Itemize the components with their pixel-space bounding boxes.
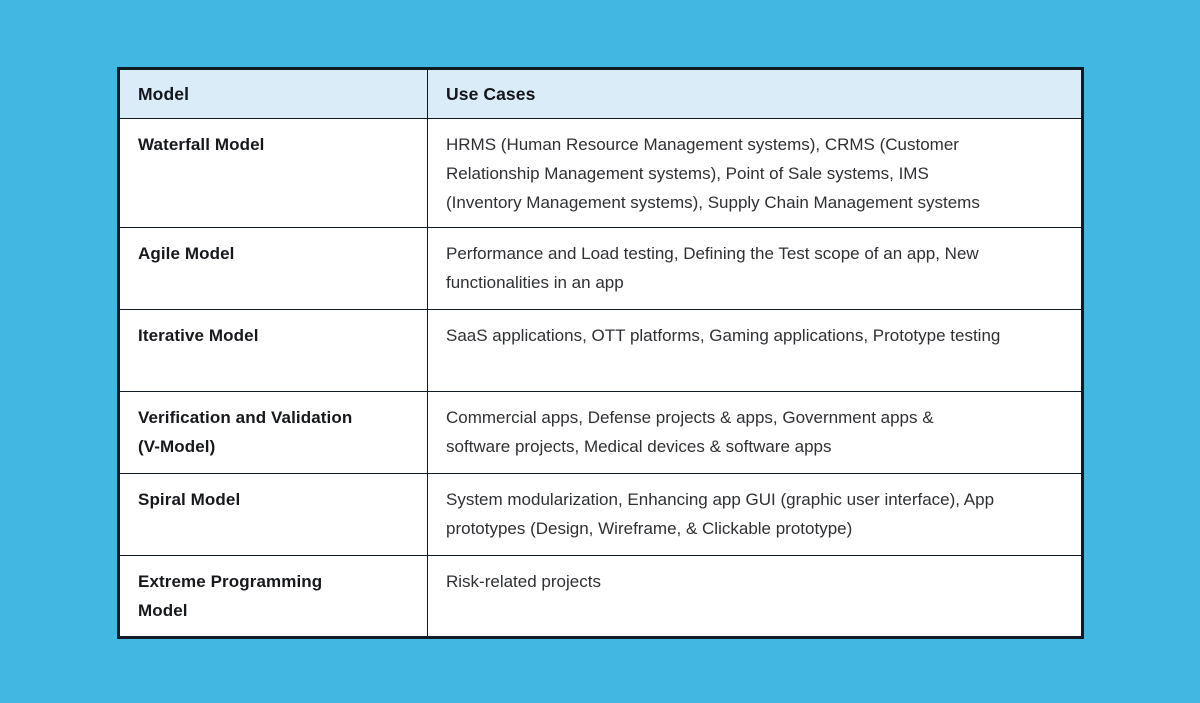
use-cases-cell: System modularization, Enhancing app GUI… — [427, 473, 1082, 556]
use-cases-cell: Risk-related projects — [427, 555, 1082, 637]
use-cases-cell: HRMS (Human Resource Management systems)… — [427, 118, 1082, 228]
model-cell: Agile Model — [119, 227, 428, 310]
table-row: Spiral Model System modularization, Enha… — [119, 473, 1082, 556]
table-row: Iterative Model SaaS applications, OTT p… — [119, 309, 1082, 392]
model-cell: Spiral Model — [119, 473, 428, 556]
model-cell: Verification and Validation (V-Model) — [119, 391, 428, 474]
table-header-row: Model Use Cases — [119, 69, 1082, 119]
table-row: Waterfall Model HRMS (Human Resource Man… — [119, 118, 1082, 228]
models-use-cases-table: Model Use Cases Waterfall Model HRMS (Hu… — [119, 69, 1082, 637]
use-cases-cell: Commercial apps, Defense projects & apps… — [427, 391, 1082, 474]
use-cases-cell: SaaS applications, OTT platforms, Gaming… — [427, 309, 1082, 392]
column-header-use-cases: Use Cases — [427, 69, 1082, 119]
model-cell: Iterative Model — [119, 309, 428, 392]
column-header-model: Model — [119, 69, 428, 119]
use-cases-cell: Performance and Load testing, Defining t… — [427, 227, 1082, 310]
table-row: Verification and Validation (V-Model) Co… — [119, 391, 1082, 474]
table-row: Extreme Programming Model Risk-related p… — [119, 555, 1082, 637]
model-cell: Waterfall Model — [119, 118, 428, 228]
sdlc-models-table: Model Use Cases Waterfall Model HRMS (Hu… — [117, 67, 1084, 639]
table-row: Agile Model Performance and Load testing… — [119, 227, 1082, 310]
model-cell: Extreme Programming Model — [119, 555, 428, 637]
